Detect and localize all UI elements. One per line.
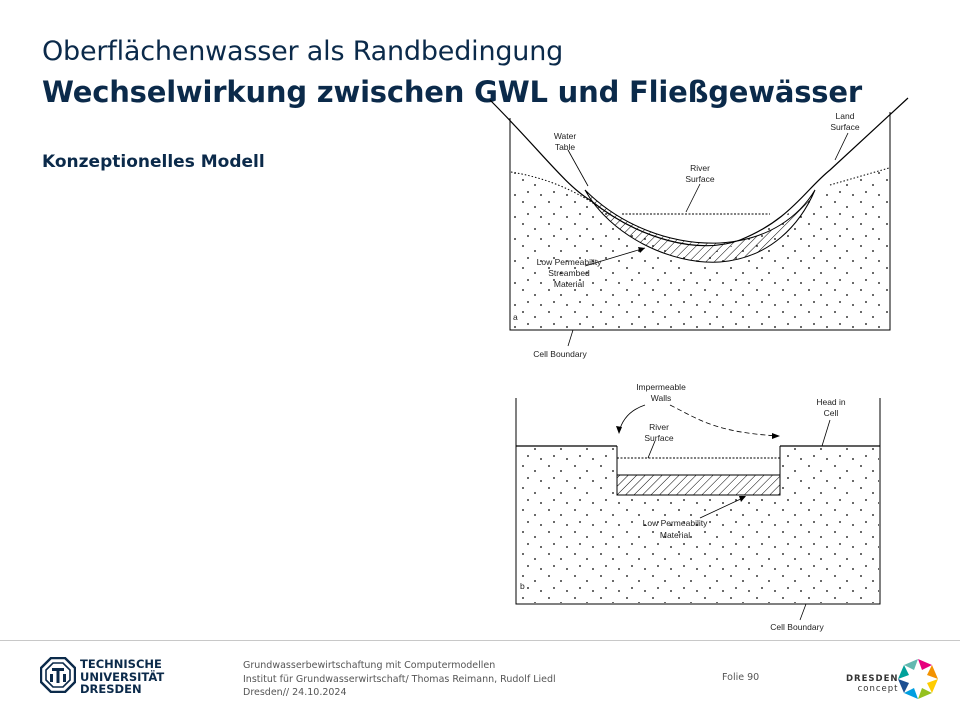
label-water-table-1: Water — [554, 131, 577, 141]
label-lowperm-a-2: Streambed — [548, 268, 590, 278]
streambed-material — [584, 189, 816, 263]
panel-letter-a: a — [513, 312, 518, 322]
tu-dresden-logo-icon — [40, 657, 76, 693]
label-head-in-cell-1: Head in — [816, 397, 846, 407]
slide-title-bold: Wechselwirkung zwischen GWL und Fließgew… — [42, 75, 862, 109]
water-table-line — [510, 167, 890, 216]
cell-boundary-box-b — [515, 398, 881, 605]
footer-date: Dresden// 24.10.2024 — [243, 687, 347, 698]
label-water-table-2: Table — [555, 142, 576, 152]
label-lowperm-b-2: Material — [660, 530, 690, 540]
label-impermeable-walls-2: Walls — [651, 393, 671, 403]
label-cell-boundary-a: Cell Boundary — [533, 349, 587, 359]
tu-dresden-wordmark: TECHNISCHE UNIVERSITÄT DRESDEN — [80, 657, 165, 696]
label-river-surface-b-1: River — [649, 422, 669, 432]
slide-subtitle: Konzeptionelles Modell — [42, 152, 265, 172]
label-land-surface-2: Surface — [830, 122, 860, 132]
footer-divider — [0, 640, 960, 641]
label-cell-boundary-b: Cell Boundary — [770, 622, 824, 632]
slide-number: Folie 90 — [722, 672, 760, 683]
cell-boundary-box-a — [509, 112, 891, 331]
slide-title: Oberflächenwasser als Randbedingung — [42, 36, 564, 67]
label-head-in-cell-2: Cell — [824, 408, 839, 418]
label-river-surface-a-1: River — [690, 163, 710, 173]
figure-b-diagram: Impermeable Walls Head in Cell River Sur… — [515, 382, 881, 632]
dresden-concept-logo-icon — [898, 659, 938, 699]
label-land-surface-1: Land — [836, 111, 855, 121]
label-lowperm-a-1: Low Permeability — [537, 257, 602, 267]
bed-material-b — [616, 474, 781, 496]
figure-a-diagram: Water Table River Surface Land Surface L… — [489, 97, 909, 359]
label-river-surface-a-2: Surface — [685, 174, 715, 184]
aquifer-a — [511, 168, 889, 329]
dresden-concept-wordmark: DRESDEN concept — [846, 674, 899, 694]
footer-course: Grundwasserbewirtschaftung mit Computerm… — [243, 660, 496, 671]
label-impermeable-walls-1: Impermeable — [636, 382, 686, 392]
panel-letter-b: b — [520, 581, 525, 591]
footer-institute: Institut für Grundwasserwirtschaft/ Thom… — [243, 673, 556, 685]
conceptual-model-figure: Water Table River Surface Land Surface L… — [489, 97, 909, 632]
label-river-surface-b-2: Surface — [644, 433, 674, 443]
label-lowperm-b-1: Low Permeability — [643, 518, 708, 528]
label-lowperm-a-3: Material — [554, 279, 584, 289]
footer-info: Grundwasserbewirtschaftung mit Computerm… — [243, 659, 556, 700]
